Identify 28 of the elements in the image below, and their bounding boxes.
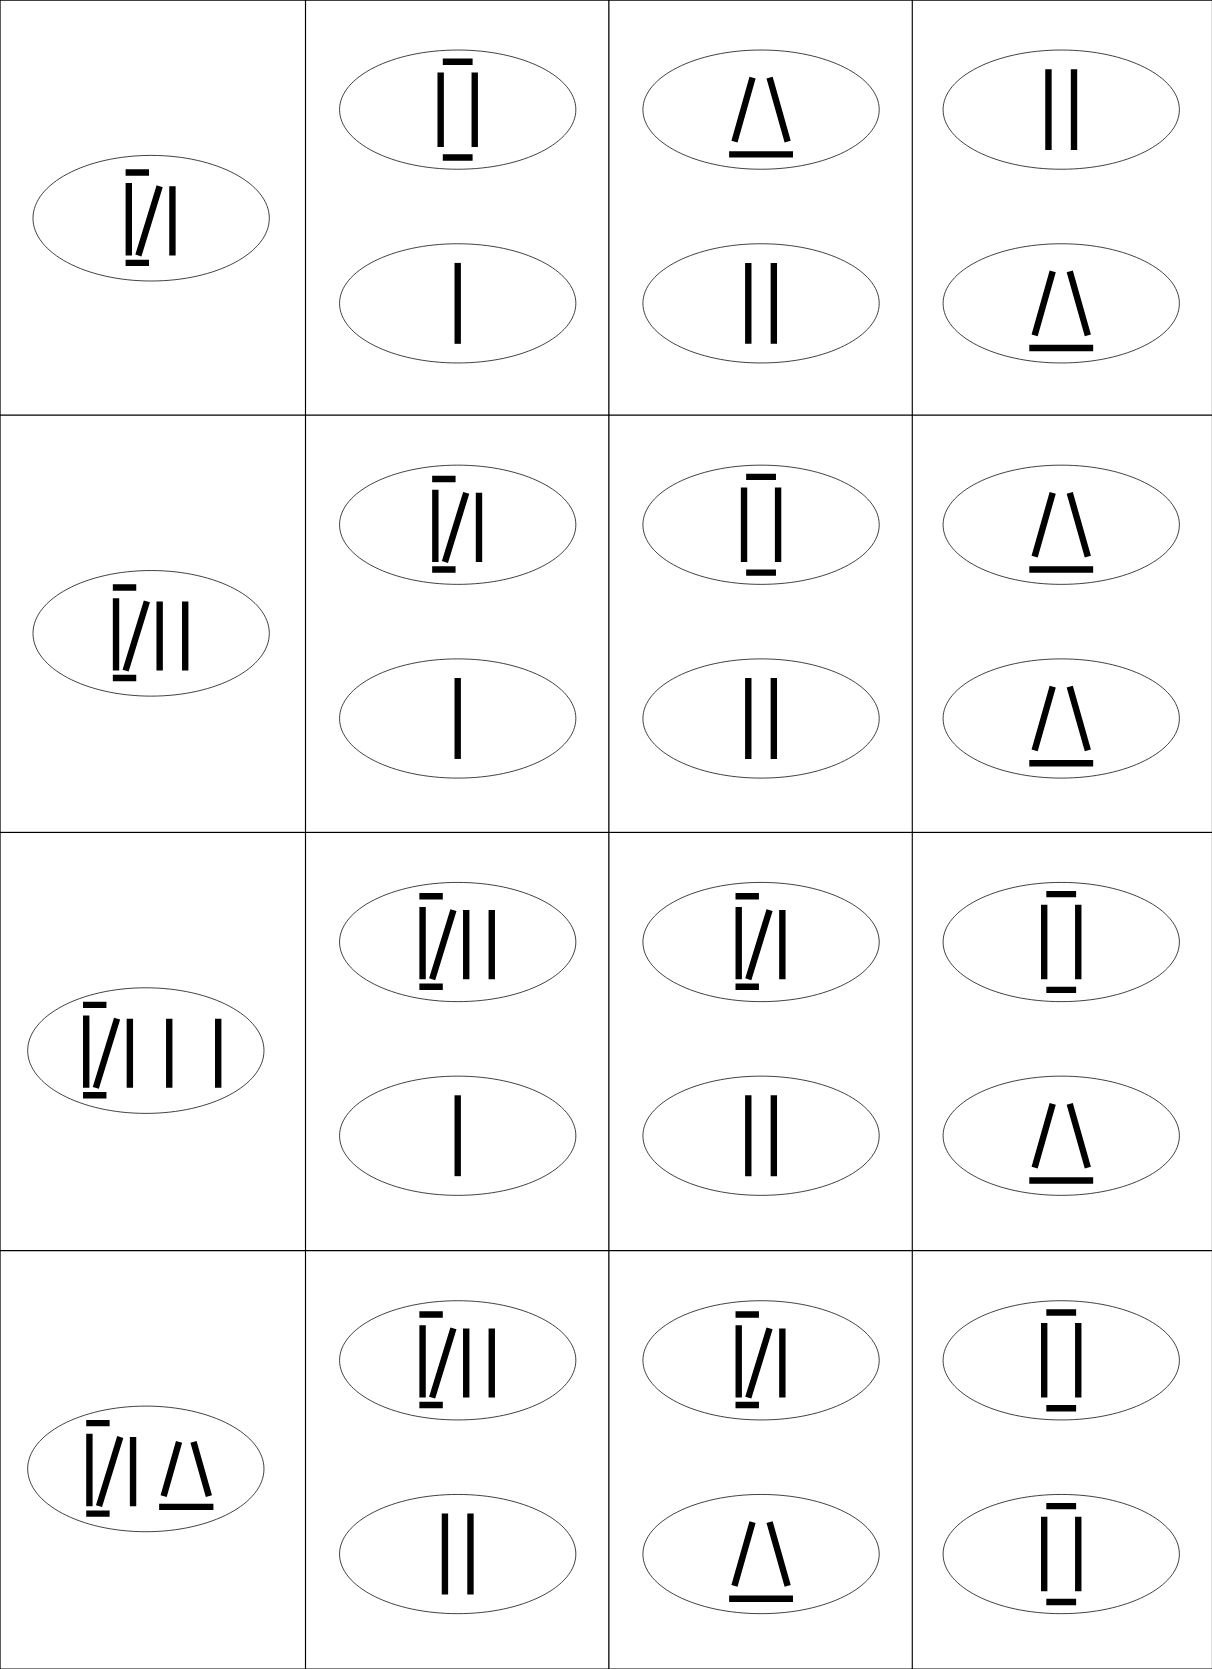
- ellipse: [27, 1405, 265, 1533]
- ellipse: [642, 1494, 880, 1615]
- ellipse: [942, 1075, 1180, 1196]
- ellipse: [642, 658, 880, 779]
- ellipse: [942, 1300, 1180, 1421]
- ellipse: [339, 1494, 577, 1615]
- ellipse: [642, 49, 880, 170]
- ellipse: [942, 882, 1180, 1002]
- ellipse: [642, 243, 880, 364]
- ellipse: [942, 49, 1180, 170]
- ellipse: [339, 1075, 577, 1196]
- ellipse: [642, 1075, 880, 1196]
- ellipse: [339, 464, 577, 585]
- ellipse: [339, 243, 577, 364]
- ellipse: [642, 882, 880, 1002]
- ellipse: [339, 658, 577, 779]
- ellipse: [32, 570, 270, 697]
- ellipse: [32, 155, 270, 282]
- ellipse: [339, 882, 577, 1002]
- ellipse: [642, 1300, 880, 1421]
- ellipse: [942, 464, 1180, 585]
- ellipse: [642, 464, 880, 585]
- ellipse: [27, 987, 265, 1114]
- ellipse: [942, 1494, 1180, 1615]
- ellipse: [339, 1300, 577, 1421]
- ellipse: [942, 243, 1180, 364]
- ellipse: [339, 49, 577, 170]
- ellipse: [942, 658, 1180, 779]
